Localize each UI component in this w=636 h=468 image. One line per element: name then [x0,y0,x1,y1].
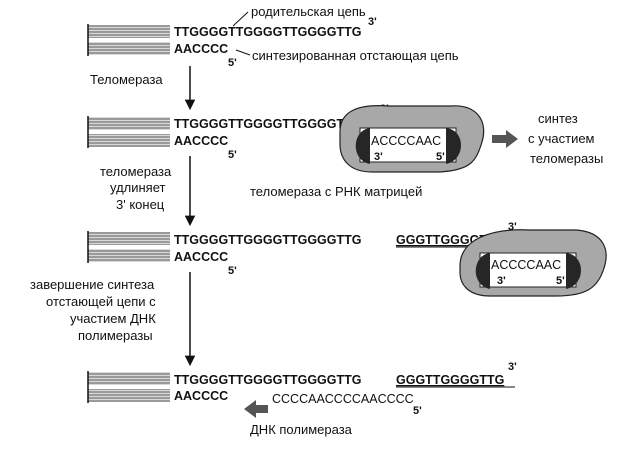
dna-strand-bar [88,249,170,262]
side-label-line: теломеразы [530,151,603,166]
dna-strand-bar [88,117,170,130]
stage-3: TTGGGGTTGGGGTTGGGGTTG GGGTTGGGGTTG 3' AA… [87,221,607,297]
rna-template-sequence: ACCCCAAC [371,134,441,148]
side-label-line: синтез [538,111,578,126]
side-label-line: с участием [528,131,595,146]
five-prime-end: 5' [413,405,422,417]
left-arrow-icon [244,400,268,418]
parent-strand-sequence: TTGGGGTTGGGGTTGGGGTTG [174,25,361,39]
step-label-line: участием ДНК [70,311,156,326]
callout-line-parent [232,11,249,27]
stage-4: TTGGGGTTGGGGTTGGGGTTG GGGTTGGGGTTG 3' AA… [87,361,517,437]
dna-strand-bar [88,372,170,385]
telomerase-enzyme-icon: ACCCCAAC 3' 5' [339,105,485,173]
dna-strand-bar [88,134,170,147]
dna-strand-bar [88,389,170,402]
parent-strand-sequence: TTGGGGTTGGGGTTGGGGTTG [174,233,361,247]
five-prime-end: 5' [228,57,237,69]
stage-1: TTGGGGTTGGGGTTGGGGTTG 3' AACCCC 5' родит… [87,4,459,69]
five-prime-end: 5' [228,265,237,277]
enzyme-five-prime: 5' [556,275,565,287]
step-label-telomerase: Теломераза [90,72,163,87]
three-prime-end: 3' [368,16,377,28]
label-parent-strand: родительская цепь [251,4,366,19]
dna-strand-bar [88,25,170,38]
enzyme-three-prime: 3' [374,151,383,163]
step-label-line: 3' конец [116,197,165,212]
five-prime-end: 5' [228,149,237,161]
extended-strand-sequence: GGGTTGGGGTTG [396,373,504,387]
filled-lagging-sequence: CCCCAACCCCAACCCC [272,392,414,406]
lagging-strand-sequence: AACCCC [174,250,228,264]
parent-strand-sequence: TTGGGGTTGGGGTTGGGGTTG [174,117,361,131]
label-dna-polymerase: ДНК полимераза [250,422,353,437]
right-arrow-icon [492,130,518,148]
stage-2: TTGGGGTTGGGGTTGGGGTTG 3' AACCCC 5' ACCCC… [87,103,603,199]
parent-strand-sequence: TTGGGGTTGGGGTTGGGGTTG [174,373,361,387]
step-label-line: теломераза [100,164,172,179]
rna-template-sequence: ACCCCAAC [491,258,561,272]
three-prime-end: 3' [508,361,517,373]
dna-strand-bar [88,42,170,55]
telomerase-enzyme-icon: ACCCCAAC 3' 5' [459,229,607,297]
step-label-line: отстающей цепи с [46,294,156,309]
enzyme-three-prime: 3' [497,275,506,287]
label-telomerase-rna: теломераза с РНК матрицей [250,184,422,199]
step-label-line: полимеразы [78,328,153,343]
label-lagging-strand: синтезированная отстающая цепь [252,48,459,63]
lagging-strand-sequence: AACCCC [174,42,228,56]
lagging-strand-sequence: AACCCC [174,389,228,403]
step-label-line: завершение синтеза [30,277,155,292]
callout-line-lagging [235,49,251,56]
dna-strand-bar [88,232,170,245]
step-label-line: удлиняет [110,180,166,195]
lagging-strand-sequence: AACCCC [174,134,228,148]
enzyme-five-prime: 5' [436,151,445,163]
three-prime-end: 3' [508,221,517,233]
